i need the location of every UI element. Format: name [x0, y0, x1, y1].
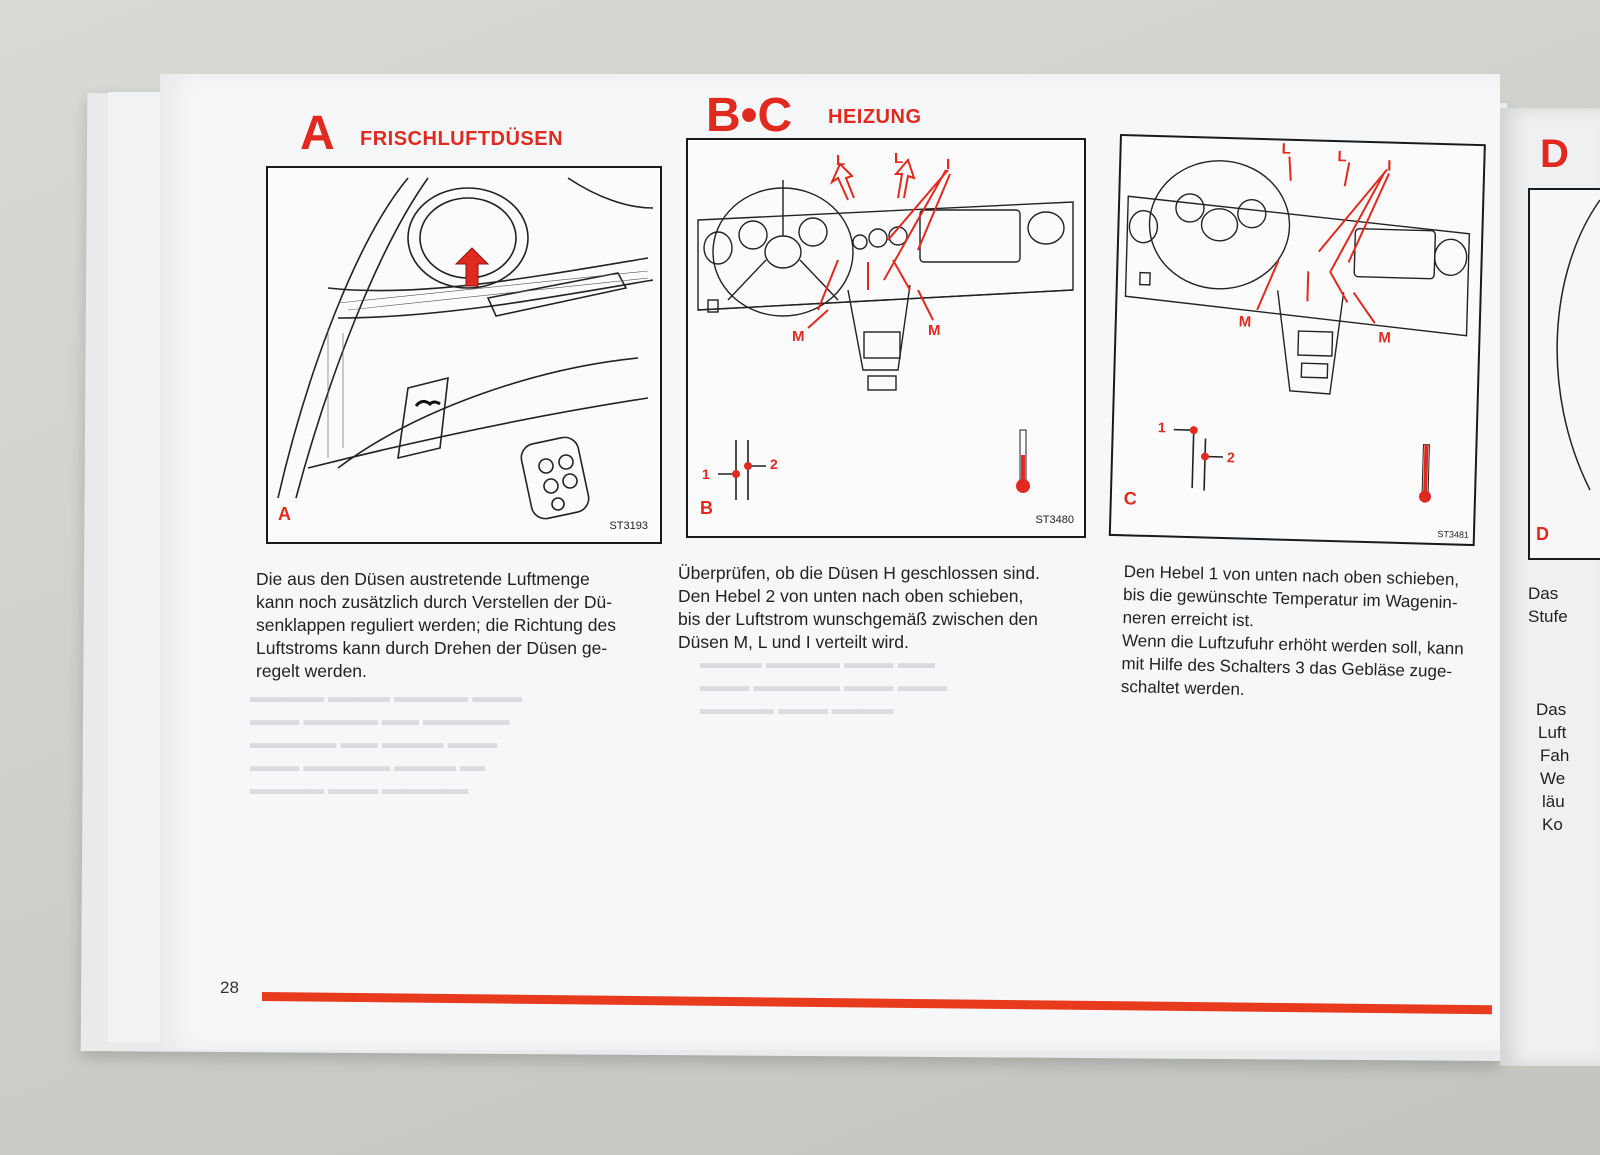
figure-c-arrow-i: I: [1386, 157, 1392, 175]
figure-b-code: ST3480: [1035, 514, 1074, 526]
figure-b-label: B: [700, 498, 713, 518]
section-bc-title: HEIZUNG: [828, 106, 922, 128]
figure-c-code: ST3481: [1437, 529, 1470, 540]
bleed-through-text: ▂▂▂▂▂ ▂▂▂▂▂▂ ▂▂▂▂ ▂▂▂▂▂▂▂ ▂▂▂▂▂▂▂ ▂▂▂▂ ▂…: [700, 651, 948, 714]
text-line: regelt werden.: [256, 661, 367, 681]
figure-c-arrow-m1: M: [1238, 313, 1252, 331]
figure-b-arrow-m2: M: [928, 322, 941, 339]
figure-c-label: C: [1123, 488, 1138, 509]
figure-b-arrow-i: I: [946, 156, 951, 173]
figure-b-arrow-l2: L: [894, 150, 904, 167]
text-line: Düsen M, L und I verteilt wird.: [678, 632, 909, 652]
text-line: Luft: [1538, 723, 1567, 742]
figure-b-drawing: [697, 158, 1074, 500]
figure-d-partial: D: [1528, 188, 1600, 560]
text-line: We: [1540, 769, 1566, 788]
figure-c-arrow-l2: L: [1337, 148, 1347, 166]
next-page-partial: D D Das Stufe Das Luft Fah We läu Ko: [1500, 108, 1600, 1066]
bleed-through-text: ▂▂▂▂▂▂ ▂▂▂▂▂ ▂▂▂▂▂▂ ▂▂▂▂▂▂▂▂ ▂▂▂▂▂▂ ▂▂▂ …: [250, 685, 522, 794]
text-line: Die aus den Düsen austretende Luftmenge: [256, 569, 590, 589]
figure-c-drawing: [1124, 156, 1471, 503]
figure-c-lever-1: 1: [1157, 419, 1166, 436]
figure-b-arrow-m1: M: [792, 328, 805, 345]
text-line: Das: [1528, 584, 1559, 603]
figure-a-drawing: [277, 177, 654, 520]
text-line: Das: [1536, 700, 1567, 719]
page-number: 28: [220, 978, 239, 997]
figure-a-air-vent-illustration: A ST3193: [266, 166, 662, 544]
figure-b-dashboard-illustration: L L I M M 1 2 B ST3480: [686, 138, 1086, 538]
figure-d-drawing: [1556, 199, 1600, 491]
figure-c-lever-2: 2: [1226, 449, 1236, 466]
figure-c-dashboard-illustration: L L I M M 1 2 C ST3481: [1108, 134, 1486, 547]
text-line: kann noch zusätzlich durch Verstellen de…: [256, 592, 613, 612]
text-line: läu: [1542, 792, 1565, 811]
text-line: Fah: [1540, 746, 1570, 765]
text-block-b: Überprüfen, ob die Düsen H geschlossen s…: [678, 562, 1086, 654]
text-block-d-partial: Das Stufe Das Luft Fah We läu Ko: [1528, 582, 1569, 836]
text-line: senklappen reguliert werden; die Richtun…: [256, 615, 616, 635]
figure-a-label: A: [278, 504, 291, 524]
spacer: [1528, 628, 1569, 698]
text-block-a: Die aus den Düsen austretende Luftmenge …: [256, 568, 646, 683]
section-a-title: FRISCHLUFTDÜSEN: [360, 128, 564, 150]
figure-c-arrow-l1: L: [1281, 140, 1292, 158]
figure-c-arrow-m2: M: [1378, 329, 1392, 347]
section-d-letter: D: [1540, 132, 1569, 176]
figure-b-lever-2: 2: [770, 456, 778, 472]
figure-b-lever-1: 1: [702, 466, 710, 482]
text-line: Ko: [1542, 815, 1563, 834]
text-line: Luftstroms kann durch Drehen der Düsen g…: [256, 638, 608, 658]
figure-d-label: D: [1536, 524, 1549, 544]
text-line: Den Hebel 2 von unten nach oben schieben…: [678, 586, 1024, 606]
section-bc-letter: B•C: [706, 89, 793, 142]
text-line: bis der Luftstrom wunschgemäß zwischen d…: [678, 609, 1038, 629]
section-a-letter: A: [300, 107, 335, 160]
text-block-c: Den Hebel 1 von unten nach oben schieben…: [1121, 560, 1490, 707]
text-line: Überprüfen, ob die Düsen H geschlossen s…: [678, 563, 1040, 583]
text-line: Stufe: [1528, 607, 1568, 626]
figure-b-arrow-l1: L: [836, 152, 846, 169]
figure-a-code: ST3193: [609, 520, 648, 532]
